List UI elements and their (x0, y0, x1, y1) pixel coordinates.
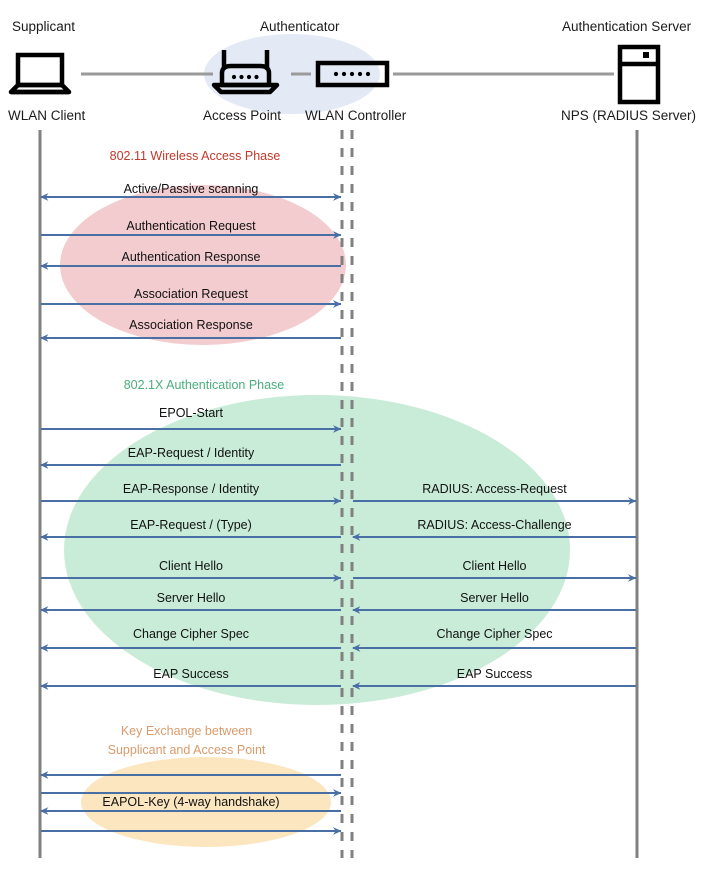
message-label-server-hello-right: Server Hello (460, 591, 529, 605)
message-label-eap-request-identity: EAP-Request / Identity (127, 446, 255, 460)
phase-title-80211: 802.11 Wireless Access Phase (109, 149, 281, 163)
message-label-association-response: Association Response (129, 318, 253, 332)
server-icon (617, 44, 661, 105)
phase-title-keyexchange-line1: Key Exchange between (120, 724, 253, 738)
actor-name-nps-radius-server: NPS (RADIUS Server) (561, 108, 697, 123)
message-label-eap-response-identity: EAP-Response / Identity (122, 482, 260, 496)
message-label-association-request: Association Request (134, 287, 248, 301)
network-switch-icon (315, 60, 390, 88)
message-label-change-cipher-spec-left: Change Cipher Spec (132, 627, 250, 641)
actor-role-supplicant: Supplicant (12, 19, 76, 34)
message-label-eap-success-right: EAP Success (456, 667, 533, 681)
message-label-client-hello-left: Client Hello (159, 559, 223, 573)
message-label-authentication-response: Authentication Response (121, 250, 261, 264)
message-label-authentication-request: Authentication Request (126, 219, 256, 233)
message-label-server-hello-left: Server Hello (156, 591, 226, 605)
wireless-router-icon (211, 50, 280, 95)
message-label-change-cipher-spec-right: Change Cipher Spec (436, 627, 553, 641)
phase-title-8021x: 802.1X Authentication Phase (123, 378, 285, 392)
phase-title-keyexchange-line2: Supplicant and Access Point (107, 743, 266, 757)
message-label-client-hello-right: Client Hello (462, 559, 527, 573)
actor-role-authentication-server: Authentication Server (562, 19, 692, 34)
message-label-epol-start: EPOL-Start (159, 406, 223, 420)
message-label-radius-access-challenge: RADIUS: Access-Challenge (417, 518, 572, 532)
phase-8021x-ellipse (64, 395, 570, 705)
message-label-radius-access-request: RADIUS: Access-Request (422, 482, 567, 496)
message-label-eap-request-type: EAP-Request / (Type) (130, 518, 252, 532)
actor-role-authenticator: Authenticator (260, 19, 340, 34)
actor-name-access-point: Access Point (203, 108, 282, 123)
phase-keyexchange-ellipse (81, 757, 331, 847)
actor-name-wlan-controller: WLAN Controller (305, 108, 407, 123)
laptop-icon (8, 52, 72, 95)
actor-name-wlan-client: WLAN Client (8, 108, 86, 123)
message-label-eapol-key: EAPOL-Key (4-way handshake) (102, 795, 280, 809)
message-label-active-passive-scanning: Active/Passive scanning (123, 182, 259, 196)
message-label-eap-success-left: EAP Success (153, 667, 229, 681)
